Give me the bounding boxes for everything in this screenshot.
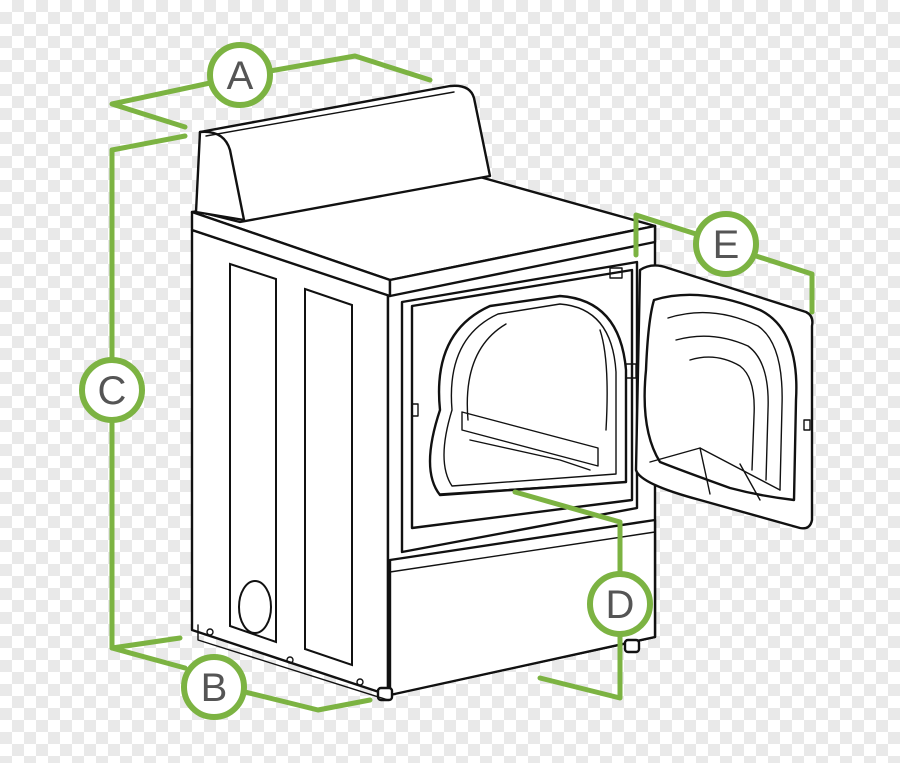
dryer-top-front-edge <box>388 224 657 298</box>
dimension-label-e: E <box>713 223 740 267</box>
dimension-line-a <box>109 80 213 130</box>
door-latch <box>609 267 623 279</box>
dimension-line-c-bottom <box>109 419 183 651</box>
dimension-line-d-bottom <box>537 633 623 701</box>
foot-front-left <box>376 686 394 702</box>
dimension-label-a: A <box>227 54 254 98</box>
dimension-badge-a: A <box>207 42 273 108</box>
dryer-drum <box>428 294 628 497</box>
control-console <box>194 84 492 224</box>
dimension-badge-c: C <box>79 357 145 423</box>
dimension-badge-d: D <box>587 571 653 637</box>
dimension-label-b: B <box>201 666 228 710</box>
dimension-line-e-right <box>753 253 815 315</box>
dryer-door-open <box>411 264 814 530</box>
dimension-label-d: D <box>606 583 635 627</box>
foot-front-right <box>623 638 641 654</box>
dimension-line-d-top <box>512 489 623 575</box>
dimension-line-b-right <box>242 689 373 713</box>
dryer-side-panel <box>190 228 390 697</box>
dimension-label-c: C <box>98 369 127 413</box>
side-vent-panel-right <box>304 287 353 667</box>
side-access-port <box>238 580 272 634</box>
lower-front-panel <box>388 518 657 697</box>
side-vent-panel-left <box>229 262 277 644</box>
dimension-line-e-left <box>633 212 699 258</box>
dimension-lines <box>109 53 815 713</box>
dimension-badge-b: B <box>181 654 247 720</box>
dryer-illustration <box>190 84 814 702</box>
dimension-line-b-left <box>109 645 188 671</box>
dimension-line-a-right <box>267 53 433 83</box>
dimension-line-c-top <box>109 133 188 361</box>
dimension-badge-e: E <box>693 211 759 277</box>
